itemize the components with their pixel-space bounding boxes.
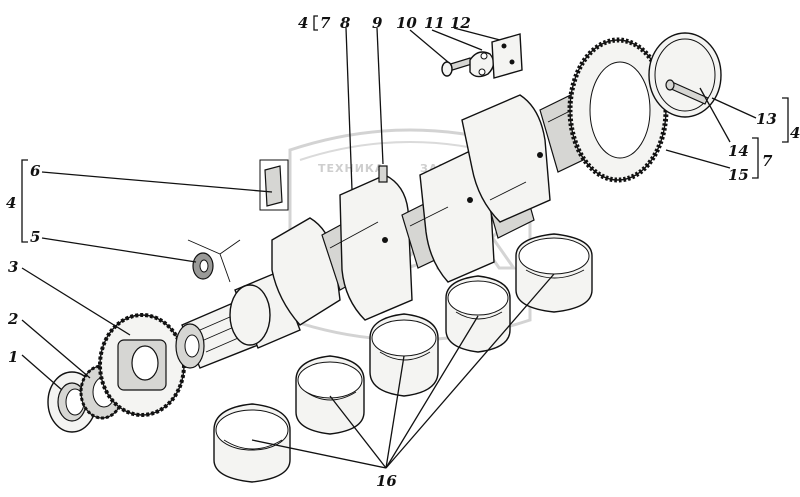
part-6-key [259, 159, 289, 211]
callout-1: 1 [8, 348, 18, 366]
bearing-shell-3 [369, 313, 439, 397]
callout-6: 6 [30, 162, 41, 180]
callout-10: 10 [396, 14, 417, 32]
callout-7-right: 7 [762, 152, 773, 170]
callout-11: 11 [424, 14, 445, 32]
callout-8: 8 [340, 14, 351, 32]
bearing-shell-2 [295, 355, 365, 435]
part-13-cover-disc [648, 32, 722, 118]
callout-13: 13 [756, 110, 777, 128]
callout-5: 5 [30, 228, 40, 246]
callout-4-top: 4 [298, 14, 308, 32]
bearing-shell-5 [515, 233, 593, 313]
callout-3: 3 [8, 258, 18, 276]
bearing-shell-4 [445, 275, 511, 353]
callout-16: 16 [376, 472, 397, 490]
leader-lines [21, 15, 789, 469]
crankshaft-front-nose [175, 271, 301, 369]
callout-12: 12 [450, 14, 471, 32]
callout-14: 14 [728, 142, 749, 160]
callout-4-left: 4 [6, 194, 16, 212]
callout-7-top: 7 [320, 14, 331, 32]
part-5-nut [187, 239, 241, 283]
callout-4-right: 4 [790, 124, 800, 142]
part-14-pin [665, 79, 709, 105]
part-16-bearing-shells [213, 233, 593, 483]
part-10-12-bolt-set [441, 33, 523, 79]
callout-9: 9 [372, 14, 383, 32]
callout-2: 2 [7, 310, 18, 328]
part-9-dowel-pin [378, 165, 388, 183]
callout-labels: 1 2 3 4 5 6 4 7 8 9 10 11 12 13 4 14 7 1… [6, 14, 800, 490]
part-3-timing-gear [98, 313, 186, 417]
callout-15: 15 [728, 166, 749, 184]
bearing-shell-1 [213, 403, 291, 483]
